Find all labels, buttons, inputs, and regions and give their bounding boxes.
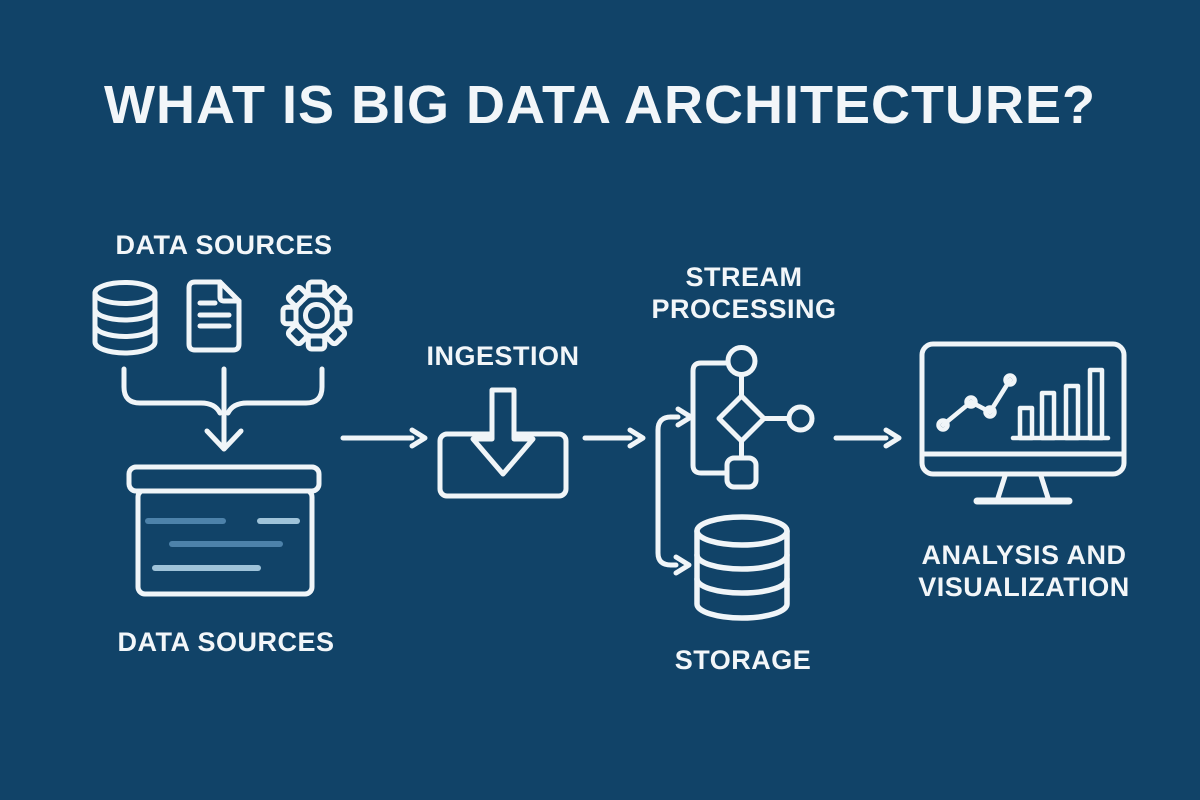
label-data-sources-top: DATA SOURCES — [115, 230, 333, 260]
flowchart-icon — [685, 340, 820, 495]
label-storage: STORAGE — [674, 645, 812, 675]
arrow-to-analysis — [833, 427, 902, 449]
database-icon — [90, 279, 160, 358]
table-box-icon — [126, 464, 322, 600]
page-title: WHAT IS BIG DATA ARCHITECTURE? — [104, 75, 1096, 135]
label-analysis-line2: VISUALIZATION — [918, 572, 1130, 602]
arrow-ingestion-to-branch — [582, 427, 646, 449]
monitor-chart-icon — [918, 340, 1130, 512]
bar-chart-glyph — [1010, 367, 1111, 441]
database-cylinder-icon — [692, 514, 792, 624]
line-chart-glyph — [936, 373, 1017, 432]
label-stream-processing: STREAM PROCESSING — [651, 261, 836, 325]
label-stream-line1: STREAM — [685, 262, 803, 292]
document-icon — [184, 278, 244, 354]
merge-funnel-arrow — [121, 366, 325, 452]
gear-icon — [280, 279, 353, 352]
label-analysis-visualization: ANALYSIS AND VISUALIZATION — [918, 539, 1130, 603]
label-data-sources-box: DATA SOURCES — [117, 627, 335, 657]
label-stream-line2: PROCESSING — [651, 294, 837, 324]
arrow-box-to-ingestion — [340, 427, 428, 449]
download-tray-icon — [436, 386, 572, 502]
label-ingestion: INGESTION — [426, 341, 580, 371]
label-analysis-line1: ANALYSIS AND — [921, 540, 1127, 570]
